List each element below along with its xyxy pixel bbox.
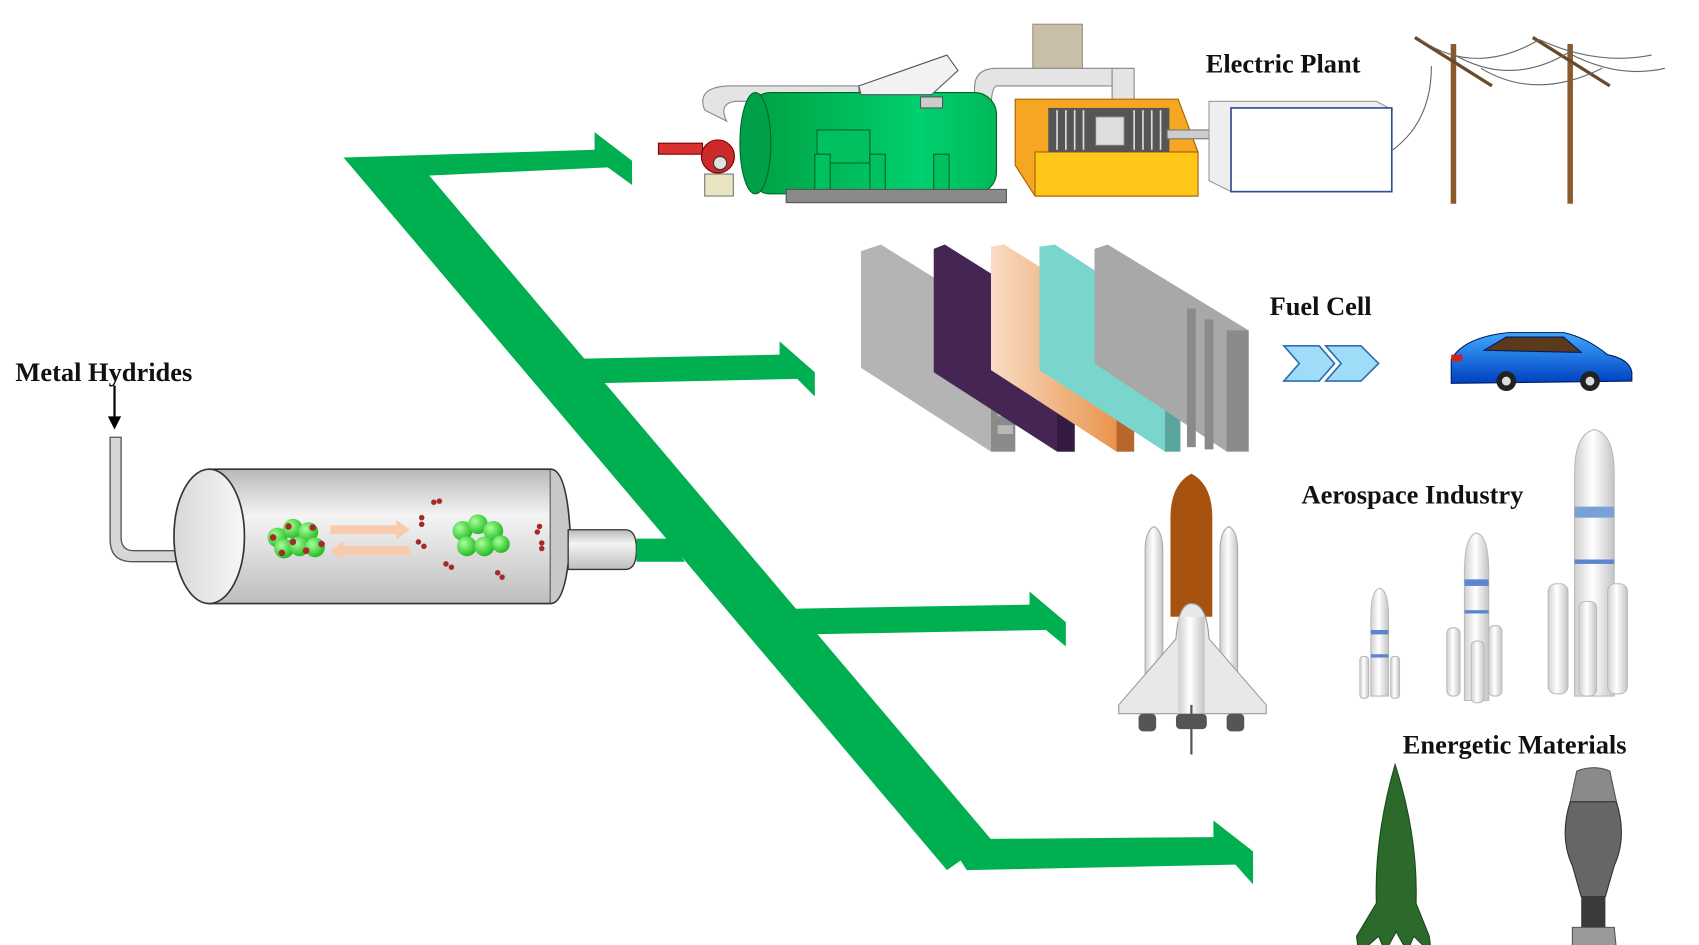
mortar-shell-icon: [1564, 767, 1622, 945]
hydrogen-molecules: [415, 498, 545, 580]
space-shuttle-icon: [1118, 473, 1267, 755]
electric-plant-label: Electric Plant: [1206, 49, 1361, 79]
rocket-large-icon: [1547, 428, 1628, 697]
electric-plant-illustration: Electric Plant: [657, 23, 1665, 204]
aerospace-illustration: Aerospace Industry: [1118, 428, 1628, 755]
branch-arrow-energetic: [946, 820, 1254, 885]
energetic-materials-illustration: Energetic Materials: [1355, 729, 1627, 945]
missile-icon: [1355, 762, 1431, 945]
fuel-cell-illustration: Fuel Cell: [861, 244, 1633, 452]
metal-hydrides-label: Metal Hydrides: [15, 357, 192, 387]
energetic-materials-label: Energetic Materials: [1403, 729, 1627, 759]
branch-arrow-fuel-cell: [563, 341, 815, 397]
flow-trunk: [343, 157, 991, 871]
rocket-small-icon: [1359, 587, 1401, 699]
reversible-reaction-arrows: [330, 519, 410, 561]
branch-arrow-aerospace: [770, 591, 1066, 647]
metal-hydrides-source: Metal Hydrides: [15, 357, 638, 605]
metal-particle-cluster: [452, 514, 510, 557]
hydride-tank: [173, 468, 638, 605]
hydride-particle-cluster: [267, 518, 325, 559]
chevron-arrows-icon: [1282, 345, 1380, 382]
branch-arrow-electric-plant: [343, 132, 633, 186]
car-icon: [1450, 332, 1633, 391]
down-arrow-icon: [107, 385, 122, 430]
flow-arrows: [343, 132, 1254, 885]
aerospace-label: Aerospace Industry: [1302, 479, 1524, 509]
fuel-cell-label: Fuel Cell: [1270, 291, 1372, 321]
rocket-medium-icon: [1446, 532, 1503, 704]
flow-tank-link: [636, 538, 685, 562]
